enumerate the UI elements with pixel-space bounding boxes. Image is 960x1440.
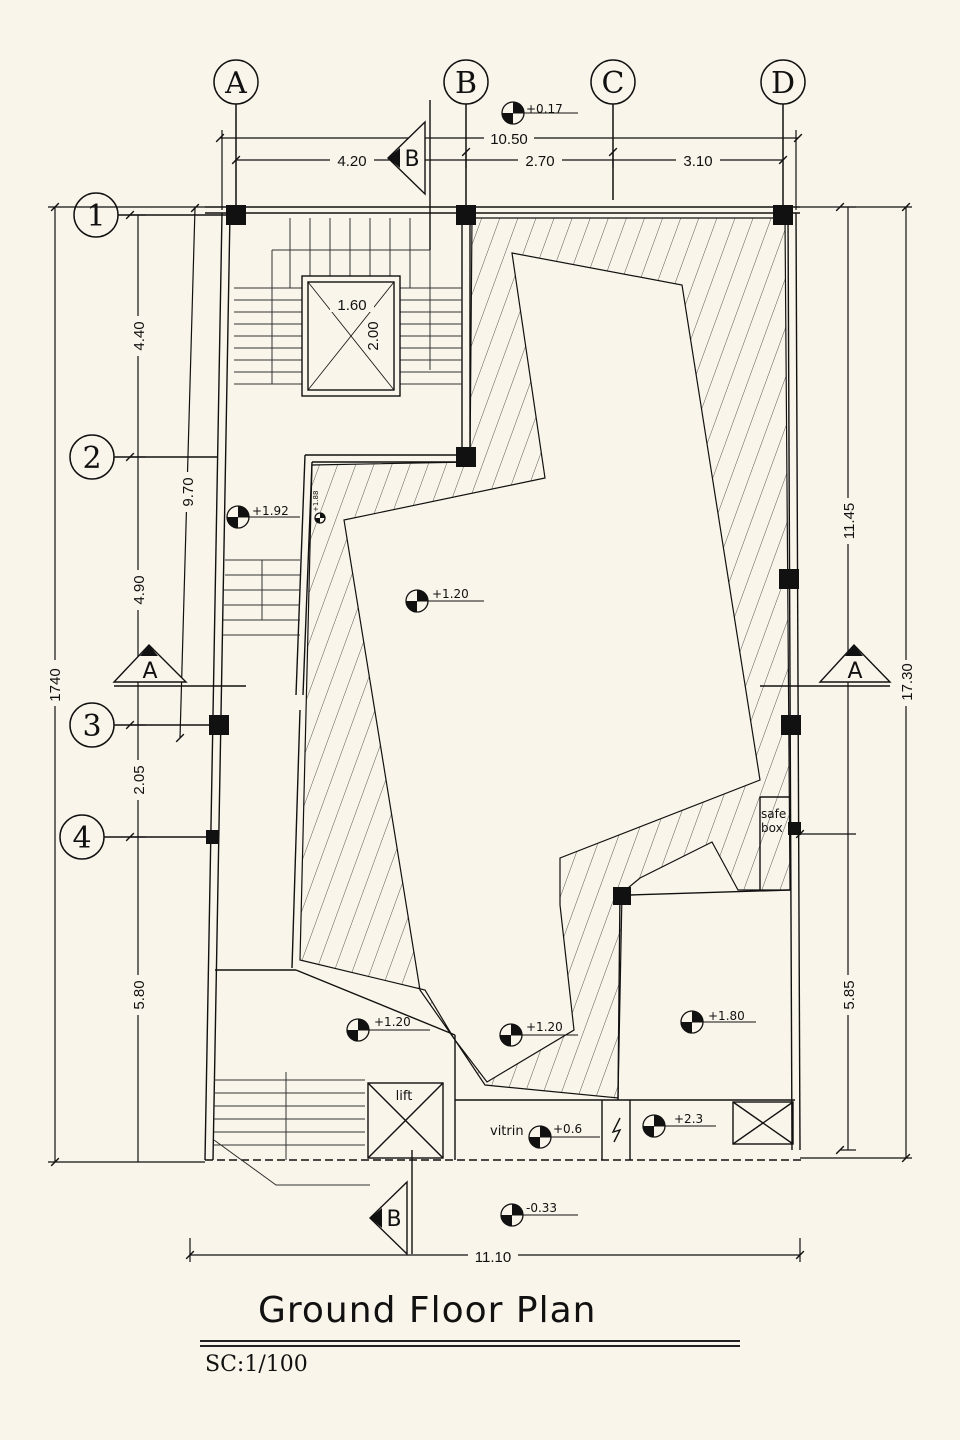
axis-label-4: 4 [72, 821, 91, 856]
level-marker-icon [346, 1018, 430, 1042]
service-box [732, 1101, 794, 1145]
level-outside: -0.33 [526, 1201, 557, 1215]
dim-top-seg-3: 3.10 [683, 153, 712, 170]
level-center: +1.20 [432, 587, 469, 601]
level-lower-far-right: +2.3 [674, 1112, 703, 1126]
level-marker-icon [499, 1023, 578, 1047]
safe-label-line2: box [761, 821, 783, 835]
section-markers [112, 100, 892, 1256]
axis-label-c: C [602, 66, 625, 101]
exterior-walls [204, 206, 805, 1161]
level-stair-small: +1.88 [312, 491, 320, 512]
title-underline [200, 1340, 740, 1342]
section-b-top-marker [386, 120, 426, 196]
column [206, 830, 219, 844]
dim-left-total: 1740 [47, 668, 64, 701]
level-lower-center: +1.20 [526, 1020, 563, 1034]
level-stair: +1.92 [252, 504, 289, 518]
section-b-top-label: B [404, 147, 419, 172]
level-marker-icon [226, 505, 300, 529]
column [773, 205, 793, 225]
structural-columns [206, 205, 801, 905]
section-a-right-marker [818, 643, 892, 683]
axis-label-1: 1 [86, 199, 105, 234]
axis-label-d: D [771, 66, 795, 101]
axis-label-a: A [224, 66, 247, 101]
column [226, 205, 246, 225]
level-marker-icon [528, 1125, 600, 1149]
dim-top-total: 10.50 [490, 131, 528, 148]
level-marker-icon [501, 101, 578, 125]
dim-right-outer: 17.30 [899, 663, 916, 701]
scale-label: SC:1/100 [205, 1352, 308, 1377]
level-marker-icon [405, 589, 484, 613]
interior-walls [215, 213, 795, 1160]
lift-label: lift [396, 1089, 413, 1104]
level-vitrin: +0.6 [553, 1122, 582, 1136]
dim-left-3: 2.05 [131, 765, 148, 794]
column [781, 715, 801, 735]
level-lower-left: +1.20 [374, 1015, 411, 1029]
level-lower-right: +1.80 [708, 1009, 745, 1023]
dim-right-lower: 5.85 [841, 980, 858, 1009]
column [456, 205, 476, 225]
section-b-bottom-label: B [386, 1207, 401, 1232]
electric-icon [611, 1117, 622, 1143]
dim-top-seg-1: 4.20 [337, 153, 366, 170]
axis-label-2: 2 [82, 441, 101, 476]
dim-left-1: 4.40 [131, 321, 148, 350]
column [788, 822, 801, 835]
title-underline-secondary [200, 1345, 740, 1347]
level-marker-icon [314, 512, 326, 524]
section-a-left-label: A [142, 659, 157, 684]
section-a-left-marker [112, 643, 188, 683]
column [209, 715, 229, 735]
lift-shaft [367, 1082, 444, 1159]
section-a-right-label: A [847, 659, 862, 684]
stair-middle [223, 559, 300, 636]
level-marker-icon [500, 1203, 578, 1227]
level-markers [226, 101, 756, 1227]
grid-axis-rows [59, 192, 236, 860]
axis-label-3: 3 [82, 709, 101, 744]
dim-stair-height: 2.00 [365, 321, 382, 350]
dim-stair-width: 1.60 [337, 297, 366, 314]
dim-top-seg-2: 2.70 [525, 153, 554, 170]
column [456, 447, 476, 467]
stair-lower [213, 1072, 370, 1186]
level-marker-icon [642, 1114, 716, 1138]
level-marker-icon [680, 1010, 756, 1034]
dim-bottom-total: 11.10 [475, 1249, 511, 1266]
dim-left-2: 4.90 [131, 575, 148, 604]
dim-right-upper: 11.45 [841, 503, 858, 539]
safe-label-line1: safe [761, 807, 786, 821]
column [613, 887, 631, 905]
plan-title: Ground Floor Plan [258, 1290, 597, 1331]
dim-left-inner: 9.70 [180, 477, 197, 506]
column [779, 569, 799, 589]
dim-left-4: 5.80 [131, 980, 148, 1009]
level-top: +0.17 [526, 102, 563, 116]
vitrin-label: vitrin [490, 1124, 524, 1139]
section-b-bottom-marker [368, 1180, 408, 1256]
axis-label-b: B [455, 66, 477, 101]
